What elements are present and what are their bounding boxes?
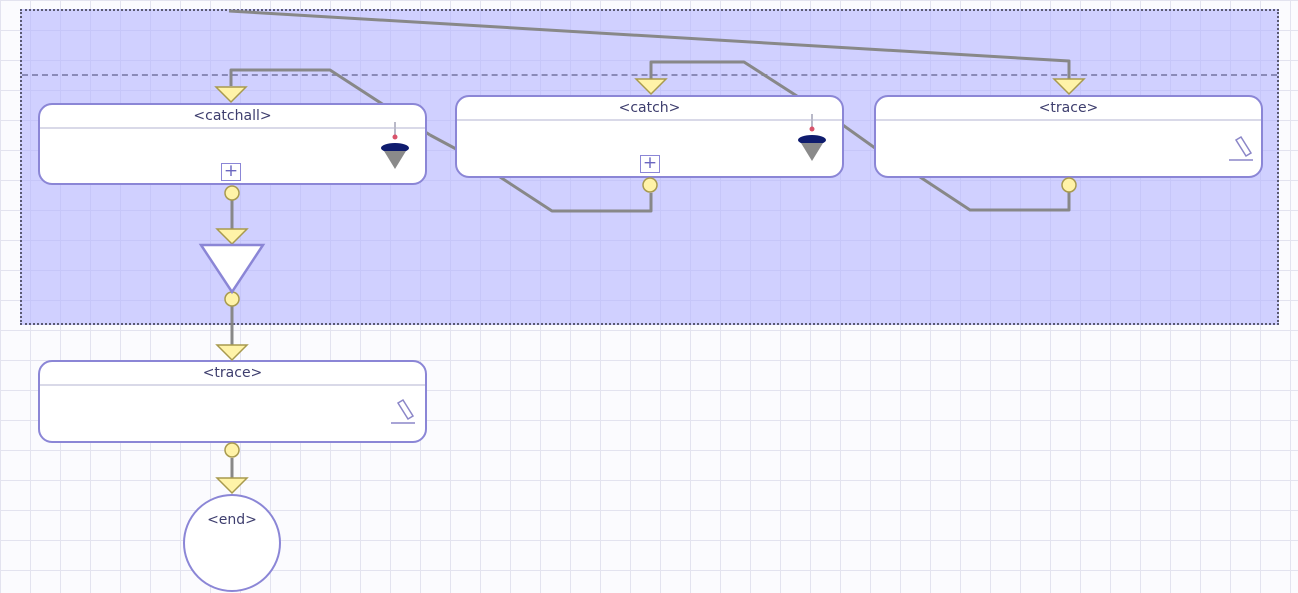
connector-catchall-in bbox=[229, 68, 431, 137]
connector-catch-in bbox=[649, 60, 801, 100]
catch-probe-icon bbox=[798, 114, 826, 161]
trace-output-port[interactable] bbox=[1061, 177, 1077, 193]
trace-node-outer[interactable]: <trace> bbox=[38, 360, 427, 443]
connector-trace-out bbox=[919, 175, 1071, 212]
trace-node-outer-title: <trace> bbox=[40, 362, 425, 386]
connector-catch-out bbox=[499, 175, 653, 213]
trace-node-title: <trace> bbox=[876, 97, 1261, 121]
merge-node[interactable] bbox=[198, 243, 266, 295]
catch-add-button[interactable]: + bbox=[640, 155, 660, 173]
pencil-icon bbox=[391, 398, 415, 424]
connector-catchall-to-catch bbox=[429, 133, 459, 152]
catch-probe-icon bbox=[381, 122, 409, 169]
end-node[interactable]: <end> bbox=[183, 494, 281, 592]
merge-input-port[interactable] bbox=[215, 228, 249, 246]
catchall-add-button[interactable]: + bbox=[221, 163, 241, 181]
catchall-input-port[interactable] bbox=[214, 86, 248, 104]
catchall-node[interactable]: <catchall> + bbox=[38, 103, 427, 185]
catchall-output-port[interactable] bbox=[224, 185, 240, 201]
trace-input-port[interactable] bbox=[1052, 78, 1086, 96]
catch-input-port[interactable] bbox=[634, 78, 668, 96]
end-input-port[interactable] bbox=[215, 477, 249, 495]
catch-node[interactable]: <catch> + bbox=[455, 95, 844, 178]
trace-outer-output-port[interactable] bbox=[224, 442, 240, 458]
pencil-icon bbox=[1229, 135, 1253, 161]
catch-output-port[interactable] bbox=[642, 177, 658, 193]
end-node-label: <end> bbox=[207, 512, 257, 528]
connector-top-to-trace bbox=[228, 9, 1071, 79]
catchall-node-title: <catchall> bbox=[40, 105, 425, 129]
trace-outer-input-port[interactable] bbox=[215, 344, 249, 362]
connector-catch-to-trace bbox=[839, 121, 876, 150]
trace-node[interactable]: <trace> bbox=[874, 95, 1263, 178]
catch-node-title: <catch> bbox=[457, 97, 842, 121]
